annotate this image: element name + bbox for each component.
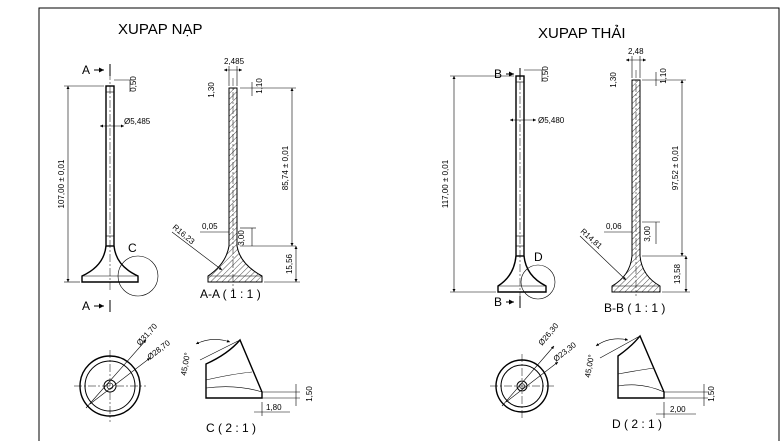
exhaust-valve-group: XUPAP THẢI D B B 117,00 ± 0,01 0,50: [441, 25, 716, 431]
detail-d-circle: [520, 264, 556, 300]
exhaust-seat-height: 1,50: [707, 386, 716, 402]
detail-c-letter: C: [128, 241, 137, 255]
intake-detail-label: C ( 2 : 1 ): [206, 421, 256, 435]
exhaust-tip-width: 2,48: [628, 47, 644, 56]
exhaust-tip-right: 1,10: [659, 68, 668, 84]
intake-neck: 3,00: [237, 230, 246, 246]
exhaust-seat-width: 2,00: [670, 405, 686, 414]
exhaust-fillet-radius: R14,81: [579, 227, 605, 251]
detail-d-letter: D: [534, 250, 543, 264]
section-b-top: B: [494, 67, 502, 81]
exhaust-outer-dia: Ø26,30: [537, 321, 561, 347]
exhaust-overall-length: 117,00 ± 0,01: [441, 159, 450, 208]
intake-valve-group: XUPAP NẠP C A A 107,00 ± 0,01: [57, 21, 314, 435]
exhaust-detail-view: 45,00° 1,50 2,00 D ( 2 : 1 ): [583, 334, 716, 431]
intake-inner-dia: Ø28,70: [146, 338, 173, 362]
intake-tip-right: 1,10: [255, 78, 264, 94]
exhaust-stem-length: 97,52 ± 0,01: [671, 145, 680, 190]
intake-title: XUPAP NẠP: [118, 21, 202, 38]
exhaust-bottom-view: Ø26,30 Ø23,30: [490, 321, 578, 418]
exhaust-head-height: 13,58: [673, 263, 682, 284]
exhaust-title: XUPAP THẢI: [538, 25, 626, 42]
exhaust-detail-label: D ( 2 : 1 ): [612, 417, 662, 431]
exhaust-inner-dia: Ø23,30: [552, 340, 579, 364]
intake-stem-length: 85,74 ± 0,01: [281, 145, 290, 190]
intake-seat-height: 1,50: [305, 386, 314, 402]
exhaust-gap: 0,06: [606, 222, 622, 231]
exhaust-section-label: B-B ( 1 : 1 ): [604, 301, 665, 315]
intake-stem-dia: Ø5,485: [124, 117, 151, 126]
intake-outer-dia: Ø31,70: [135, 321, 160, 347]
exhaust-stem-dia: Ø5,480: [538, 116, 565, 125]
intake-tip-width: 2,485: [224, 57, 245, 66]
exhaust-side-view: D B B 117,00 ± 0,01 0,50 Ø5,480: [441, 66, 565, 309]
intake-tip-left: 1,30: [207, 82, 216, 98]
intake-section-view: 2,485 1,30 1,10 85,74 ± 0,01 15,56 3,00 …: [171, 57, 300, 301]
section-a-top: A: [82, 63, 90, 77]
sheet-border: [38, 7, 780, 441]
exhaust-top-dim: 0,50: [541, 66, 550, 82]
intake-section-label: A-A ( 1 : 1 ): [200, 287, 261, 301]
intake-side-view: C A A 107,00 ± 0,01 0,50 Ø5,485: [57, 63, 159, 313]
intake-overall-length: 107,00 ± 0,01: [57, 159, 66, 208]
intake-seat-width: 1,80: [266, 403, 282, 412]
intake-head-height: 15,56: [285, 253, 294, 274]
intake-detail-view: 45,00° 1,50 1,80 C ( 2 : 1 ): [179, 338, 314, 435]
intake-top-dim: 0,50: [129, 76, 138, 92]
intake-fillet-radius: R16,23: [171, 223, 197, 247]
section-b-bottom: B: [494, 295, 502, 309]
intake-bottom-view: Ø31,70 Ø28,70: [74, 321, 172, 422]
exhaust-section-view: 2,48 1,30 1,10 97,52 ± 0,01 13,58 3,00 0…: [579, 47, 690, 315]
exhaust-tip-left: 1,30: [609, 72, 618, 88]
section-a-bottom: A: [82, 299, 90, 313]
detail-c-circle: [117, 255, 159, 297]
exhaust-angle: 45,00°: [583, 354, 596, 378]
intake-gap: 0,05: [202, 222, 218, 231]
intake-angle: 45,00°: [179, 352, 192, 376]
exhaust-neck: 3,00: [643, 226, 652, 242]
